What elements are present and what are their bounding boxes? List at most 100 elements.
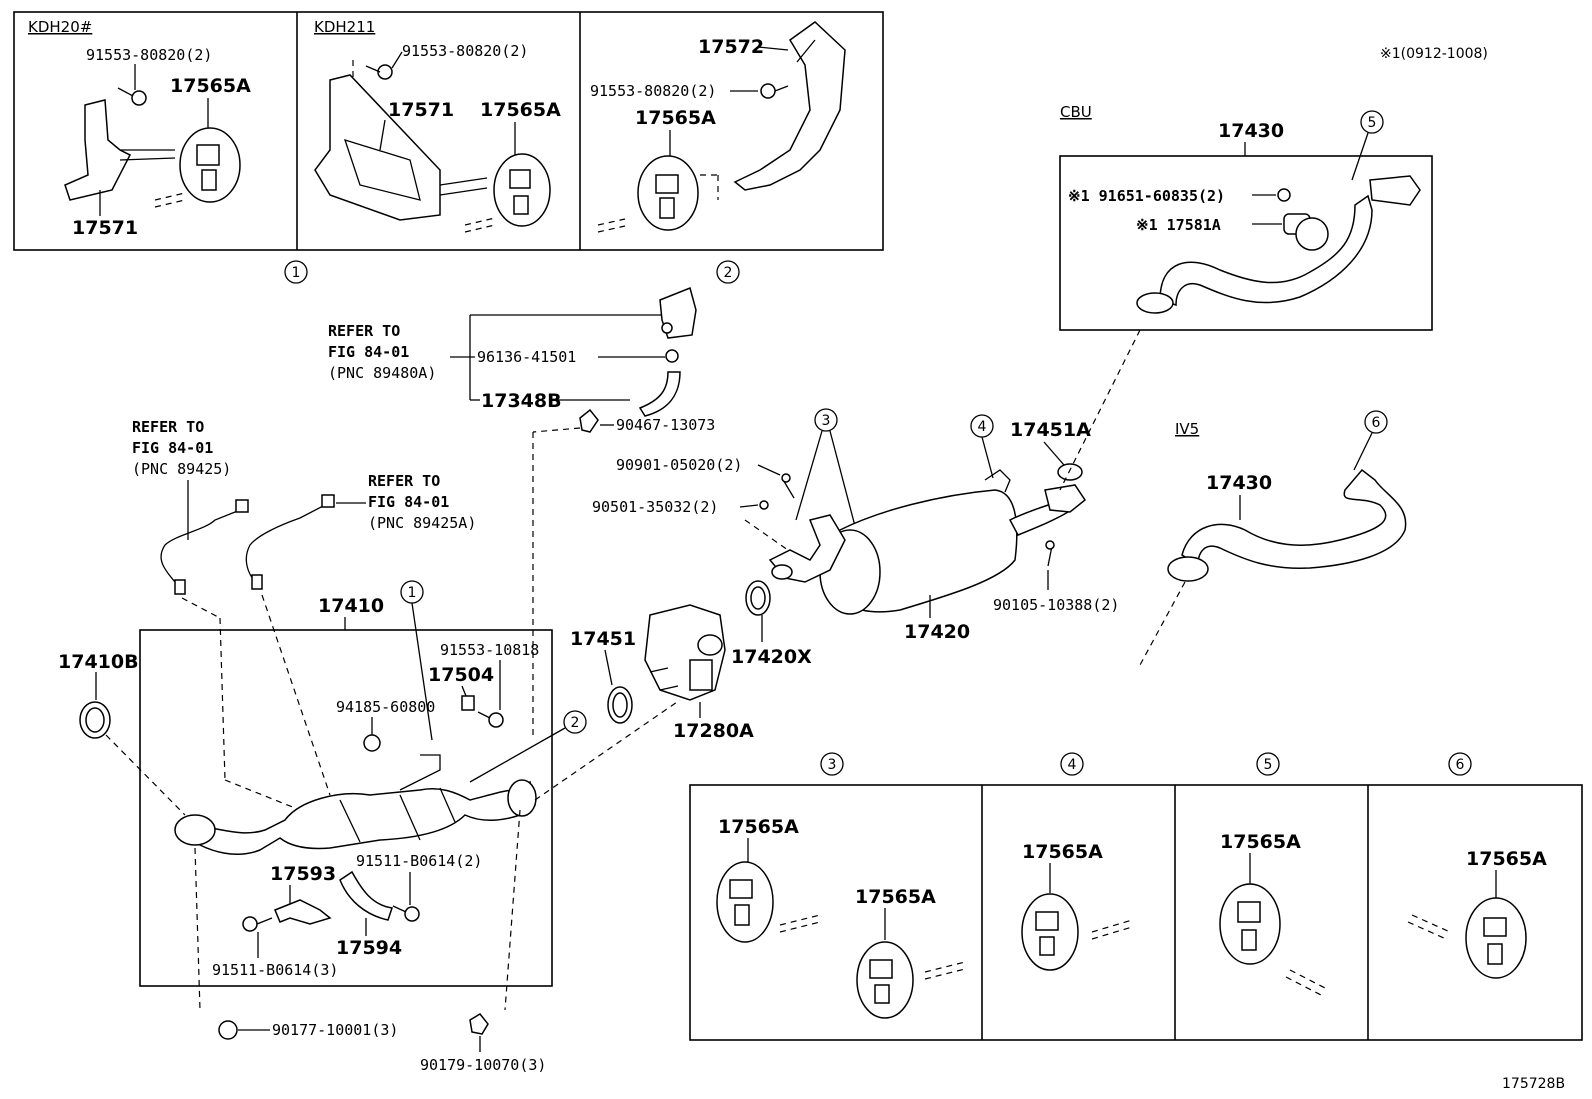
catalytic-converter: [174, 754, 537, 856]
svg-text:1: 1: [292, 265, 301, 281]
catalyst-box: 17410 1 2 91553-10818 17504 94185-60800: [139, 580, 587, 1011]
label-17565a-d2: 17565A: [855, 886, 936, 908]
bolt-icon: [392, 905, 420, 922]
label-91553-80820-a: 91553-80820(2): [86, 46, 212, 64]
label-91553-80820-b: 91553-80820(2): [402, 42, 528, 60]
callout-5-panel: 5: [1256, 752, 1280, 776]
refer-89425: REFER TO FIG 84-01 (PNC 89425): [132, 418, 301, 811]
callout-2-top: 2: [716, 260, 740, 284]
svg-text:REFER TO: REFER TO: [368, 472, 440, 490]
svg-text:1: 1: [408, 585, 417, 601]
bolt-icon: [1045, 540, 1055, 567]
clamp-icon: [579, 408, 599, 433]
callout-1-mid: 1: [400, 580, 424, 604]
svg-text:(PNC 89425A): (PNC 89425A): [368, 514, 476, 532]
heat-insulator-17594: [339, 870, 393, 921]
svg-text:4: 4: [978, 419, 987, 435]
tail-pipe-iv5: [1167, 468, 1407, 582]
bolt-icon: [760, 83, 789, 99]
label-91511-b0614-3: 91511-B0614(3): [212, 961, 338, 979]
header-kdh20: KDH20#: [28, 18, 92, 36]
label-91511-b0614-2: 91511-B0614(2): [356, 852, 482, 870]
callout-2-mid: 2: [563, 710, 587, 734]
washer-icon: [759, 500, 769, 510]
hanger-rubber-icon: [1219, 883, 1281, 965]
heat-insulator-17593: [274, 899, 332, 925]
header-kdh211: KDH211: [314, 18, 375, 36]
callout-4-main: 4: [970, 414, 994, 438]
iv5-section: IV5 17430 6: [1139, 410, 1407, 666]
hanger-bracket-17572: [733, 21, 846, 191]
clip-icon: [665, 349, 679, 363]
callout-4-panel: 4: [1060, 752, 1084, 776]
cbu-box: CBU 17430 5 ※1 91651-60835(2) ※1 17581A: [1059, 103, 1433, 331]
label-90177-10001: 90177-10001(3): [272, 1021, 398, 1039]
muffler-17420: [768, 469, 1087, 615]
svg-text:4: 4: [1068, 757, 1077, 773]
note-text: ※1(0912-1008): [1380, 46, 1488, 62]
label-90501-35032: 90501-35032(2): [592, 498, 718, 516]
clip-icon: [461, 695, 475, 711]
label-17420x: 17420X: [731, 646, 812, 668]
bolt-icon: [365, 51, 403, 80]
refer-89425a: REFER TO FIG 84-01 (PNC 89425A): [245, 472, 476, 796]
gasket-17420x: [745, 580, 771, 616]
label-17565a-f: 17565A: [1220, 831, 1301, 853]
header-cbu: CBU: [1060, 103, 1092, 121]
callout-6-panel: 6: [1448, 752, 1472, 776]
gasket-17451a: [1057, 463, 1083, 481]
label-17571-b: 17571: [388, 99, 454, 121]
label-17451: 17451: [570, 628, 636, 650]
label-17420: 17420: [904, 621, 970, 643]
hanger-rubber-icon: [1021, 893, 1079, 971]
o2-sensor-2: [245, 494, 335, 590]
svg-text:5: 5: [1264, 757, 1273, 773]
hanger-rubber-icon: [179, 127, 241, 203]
callout-5-cbu: 5: [1360, 110, 1384, 134]
label-17410: 17410: [318, 595, 384, 617]
hanger-rubber-icon: [1465, 897, 1527, 979]
bolt-icon: [117, 87, 147, 106]
svg-text:FIG 84-01: FIG 84-01: [132, 439, 213, 457]
svg-text:5: 5: [1368, 115, 1377, 131]
label-17565a-e: 17565A: [1022, 841, 1103, 863]
label-17572: 17572: [698, 36, 764, 58]
label-17565a-b: 17565A: [480, 99, 561, 121]
bolt-icon: [1277, 188, 1291, 202]
label-17581a: ※1 17581A: [1136, 216, 1221, 234]
label-17451a: 17451A: [1010, 419, 1091, 441]
bolt-icon: [781, 473, 795, 499]
figure-id: 175728B: [1502, 1076, 1565, 1092]
svg-text:REFER TO: REFER TO: [328, 322, 400, 340]
hanger-rubber-icon: [856, 941, 914, 1019]
svg-text:(PNC 89425): (PNC 89425): [132, 460, 231, 478]
nut-icon: [363, 734, 381, 752]
svg-text:REFER TO: REFER TO: [132, 418, 204, 436]
o2-sensor-1: [160, 499, 249, 595]
label-17593: 17593: [270, 863, 336, 885]
bracket-17571-a: [64, 99, 176, 201]
svg-text:(PNC 89480A): (PNC 89480A): [328, 364, 436, 382]
bolt-icon: [242, 916, 273, 932]
header-iv5: IV5: [1175, 420, 1199, 438]
label-17348b: 17348B: [481, 390, 562, 412]
label-17594: 17594: [336, 937, 402, 959]
svg-text:3: 3: [828, 757, 837, 773]
svg-text:3: 3: [822, 413, 831, 429]
bracket-17571-b: [314, 74, 488, 221]
callout-6-main: 6: [1364, 410, 1388, 434]
label-91553-80820-c: 91553-80820(2): [590, 82, 716, 100]
label-94185-60800: 94185-60800: [336, 698, 435, 716]
svg-text:6: 6: [1372, 415, 1381, 431]
label-96136-41501: 96136-41501: [477, 348, 576, 366]
label-90105-10388: 90105-10388(2): [993, 596, 1119, 614]
label-17565a-c: 17565A: [635, 107, 716, 129]
label-17280a: 17280A: [673, 720, 754, 742]
svg-text:2: 2: [724, 265, 733, 281]
label-90467-13073: 90467-13073: [616, 416, 715, 434]
label-17410b: 17410B: [58, 651, 139, 673]
callout-3-panel: 3: [820, 752, 844, 776]
hanger-rubber-icon: [637, 155, 699, 231]
nut-90177: [218, 1020, 238, 1040]
